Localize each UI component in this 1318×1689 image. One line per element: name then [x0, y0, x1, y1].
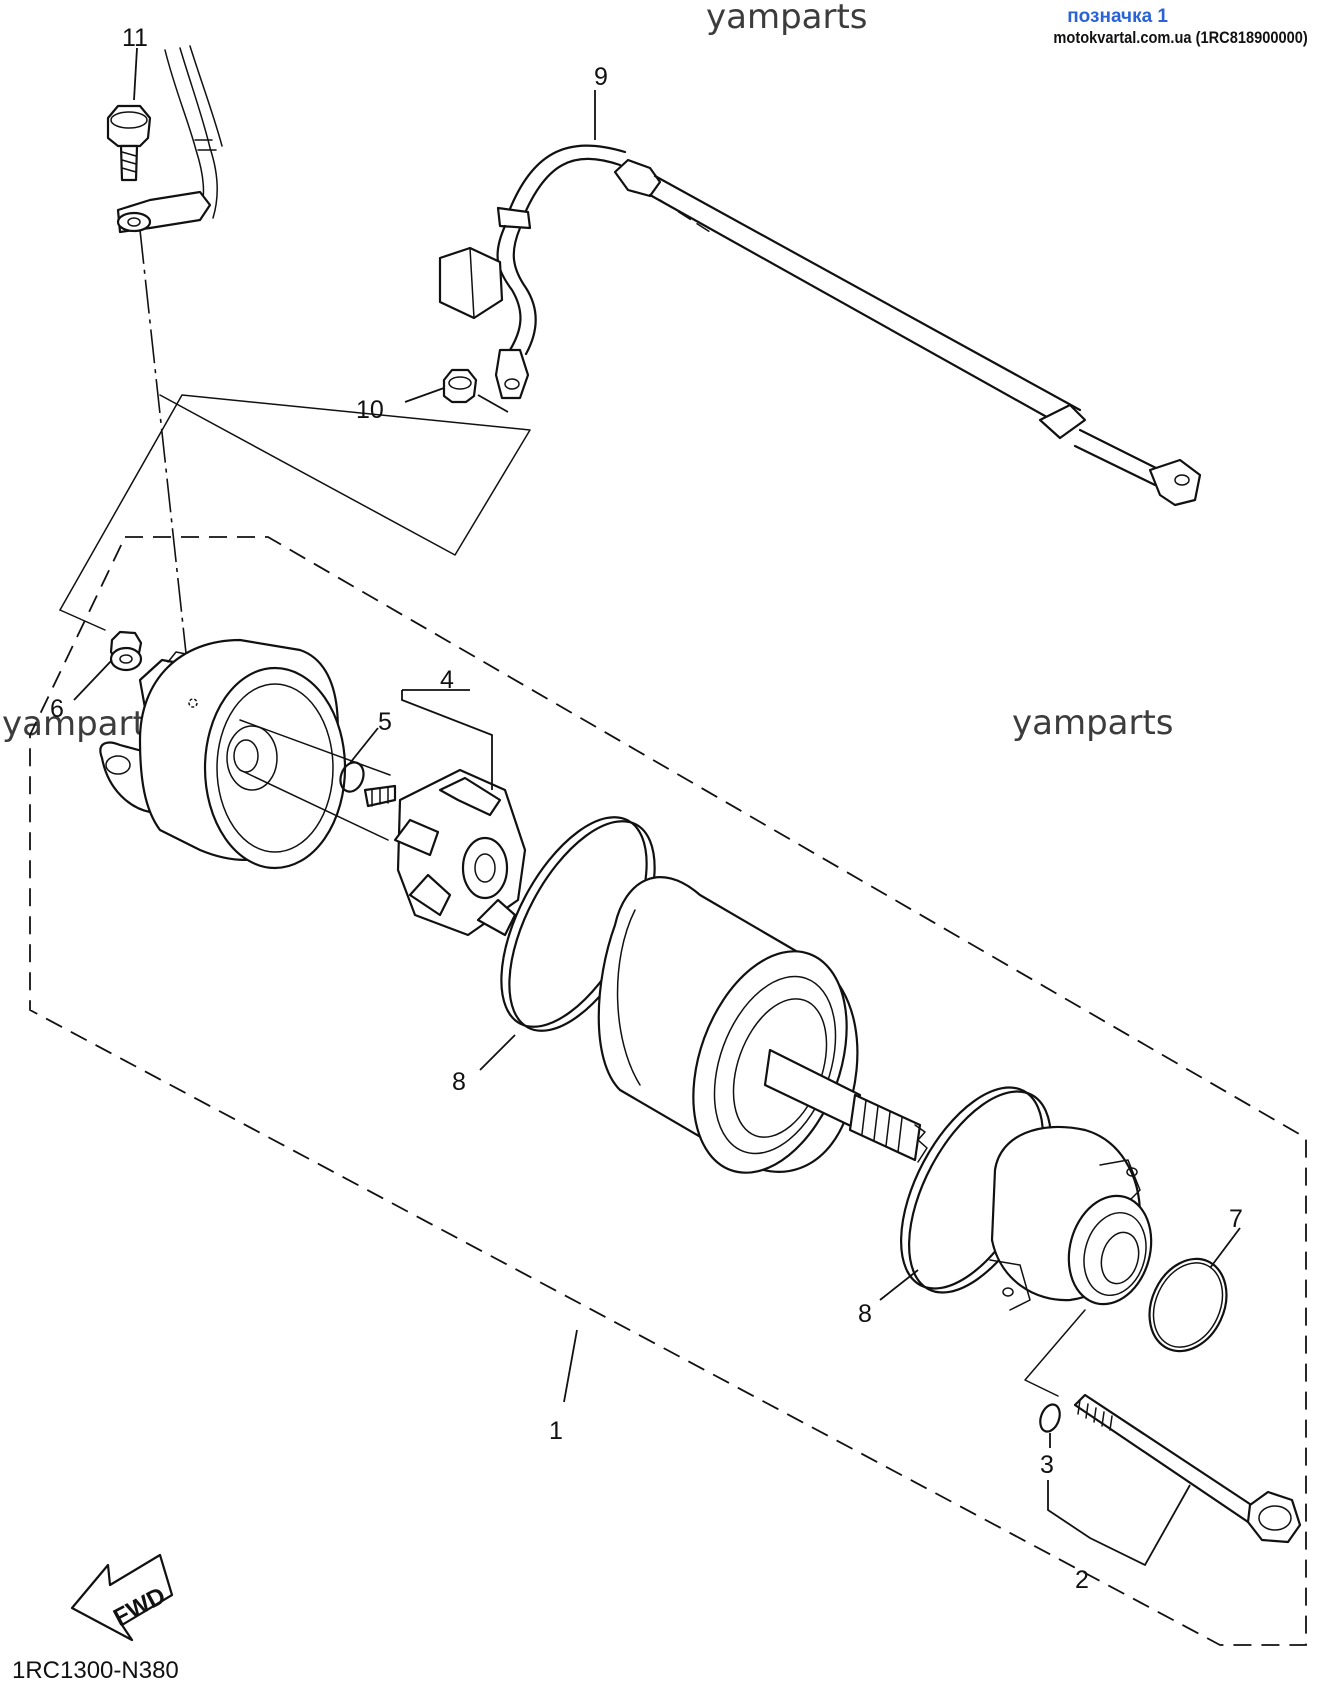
bracket-2: [1047, 1480, 1191, 1567]
callout-1: 1: [549, 1417, 563, 1445]
centerline-11: [139, 229, 191, 691]
callout-8-right: 8: [858, 1300, 872, 1328]
callout-9: 9: [594, 63, 608, 91]
bracket-4: [401, 690, 493, 790]
bracket-6-10: [59, 394, 531, 611]
armature-shaft: [763, 1048, 928, 1163]
bolt-11: [106, 104, 152, 182]
bracket-3: [1024, 1309, 1086, 1397]
starter-cable-9: [438, 144, 1202, 507]
source-label: motokvartal.com.ua (1RC818900000): [1053, 28, 1308, 47]
assembly-boundary: [29, 536, 1307, 1646]
fwd-arrow-icon: FWD: [70, 1553, 174, 1642]
callout-5: 5: [378, 708, 392, 736]
front-cover: [989, 1125, 1153, 1311]
watermark-right: yamparts: [1012, 703, 1174, 743]
callout-10: 10: [356, 396, 384, 424]
callout-3: 3: [1040, 1451, 1054, 1479]
bolt-2: [1073, 1393, 1302, 1544]
o-ring-3: [1039, 1403, 1061, 1433]
rear-cover: [99, 638, 391, 870]
watermark-top: yamparts: [706, 0, 868, 37]
callout-11: 11: [122, 24, 148, 52]
o-ring-7: [1148, 1257, 1228, 1353]
wire-harness-11: [116, 45, 223, 234]
nut-6: [109, 630, 143, 672]
bookmark-label: позначка 1: [1067, 6, 1168, 27]
diagram-code: 1RC1300-N380: [12, 1657, 179, 1684]
nut-10: [442, 368, 509, 413]
o-ring-5: [339, 761, 365, 793]
callout-2: 2: [1075, 1566, 1089, 1594]
callout-4: 4: [440, 666, 454, 694]
callout-7: 7: [1229, 1205, 1243, 1233]
callout-8-left: 8: [452, 1068, 466, 1096]
watermark-left: yamparts: [2, 704, 164, 744]
callout-6: 6: [50, 695, 64, 723]
yoke: [597, 876, 859, 1174]
brush-holder-4: [363, 768, 527, 937]
